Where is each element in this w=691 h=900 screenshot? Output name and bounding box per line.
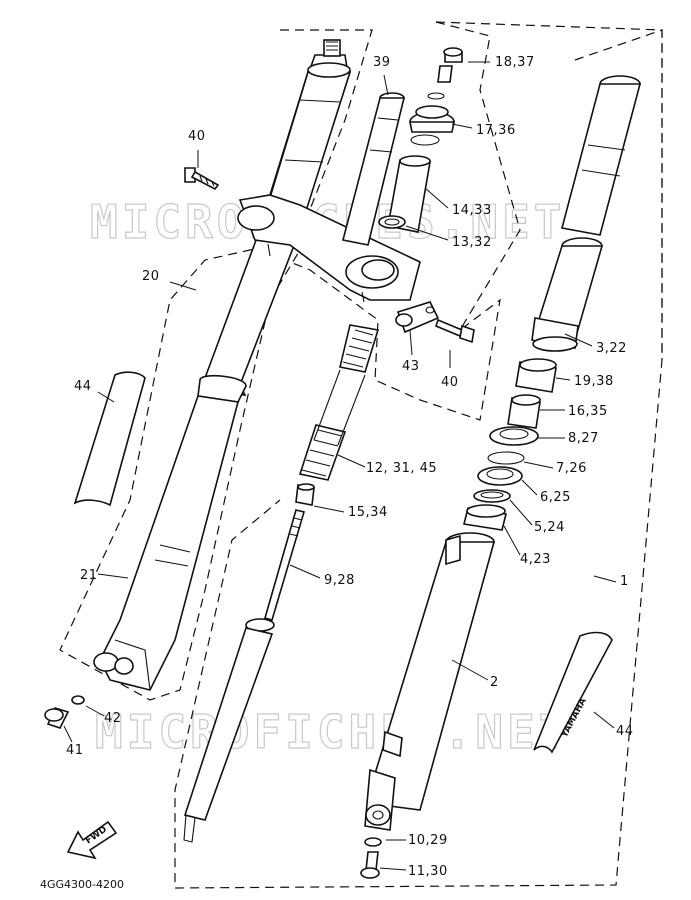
washer-13 (378, 215, 406, 229)
callout-19-38: 19,38 (574, 374, 614, 389)
outer-tube-3 (531, 75, 642, 352)
bushing-4 (463, 504, 507, 531)
callout-labels: 18,37 39 40 17,36 14,33 13,32 20 3,22 43… (66, 55, 634, 879)
callout-40-right: 40 (441, 375, 459, 390)
bolt-40-right (435, 318, 475, 344)
damper-rod-9 (183, 509, 306, 843)
leader-lines (63, 61, 617, 871)
callout-10-29: 10,29 (408, 833, 448, 848)
callout-5-24: 5,24 (534, 520, 565, 535)
callout-9-28: 9,28 (324, 573, 355, 588)
oil-seal-6 (477, 466, 523, 486)
outer-tube-2 (364, 532, 496, 831)
callout-41: 41 (66, 743, 84, 758)
fork-bracket (237, 194, 421, 303)
fork-guard-left-44 (73, 371, 146, 507)
callout-44-right: 44 (616, 724, 634, 739)
callout-3-22: 3,22 (596, 341, 627, 356)
bolt-11 (360, 851, 380, 879)
washer-5 (473, 489, 511, 503)
callout-44-left: 44 (74, 379, 92, 394)
bushing-19 (515, 358, 557, 393)
cap-bolt-17 (409, 92, 455, 146)
spacer-14 (387, 155, 431, 233)
washer-42 (71, 695, 85, 705)
callout-21: 21 (80, 568, 98, 583)
inner-tube-left (93, 39, 352, 691)
washer-8 (489, 426, 539, 446)
callout-14-33: 14,33 (452, 203, 492, 218)
callout-2: 2 (490, 675, 499, 690)
callout-39: 39 (373, 55, 391, 70)
callout-17-36: 17,36 (476, 123, 516, 138)
clamp-43 (395, 301, 440, 334)
emblem-right-44: YAMAHA (533, 631, 613, 754)
fork-spring-12 (298, 324, 380, 481)
outline-outer-tube-group (574, 29, 663, 360)
callout-8-27: 8,27 (568, 431, 599, 446)
callout-18-37: 18,37 (495, 55, 535, 70)
clip-7 (487, 451, 525, 465)
watermark-bottom: MICROFICHES.NET (95, 705, 570, 759)
callout-1: 1 (620, 574, 629, 589)
callout-16-35: 16,35 (568, 404, 608, 419)
callout-42: 42 (104, 711, 122, 726)
bolt-41 (44, 707, 70, 729)
callout-13-32: 13,32 (452, 235, 492, 250)
damper-rod-39 (342, 92, 406, 246)
callout-4-23: 4,23 (520, 552, 551, 567)
bolt-40-left (184, 167, 220, 191)
cap-bolt-18 (437, 47, 463, 83)
callout-6-25: 6,25 (540, 490, 571, 505)
outline-damper-group (284, 21, 521, 421)
callout-12-31-45: 12, 31, 45 (366, 461, 437, 476)
callout-40-top: 40 (188, 129, 206, 144)
bushing-16 (507, 394, 541, 429)
callout-7-26: 7,26 (556, 461, 587, 476)
callout-15-34: 15,34 (348, 505, 388, 520)
outline-assembly-1 (174, 21, 663, 889)
callout-20: 20 (142, 269, 160, 284)
callout-43: 43 (402, 359, 420, 374)
outline-inner-tube-group (59, 29, 373, 701)
nut-15 (295, 483, 315, 506)
callout-11-30: 11,30 (408, 864, 448, 879)
washer-10 (364, 837, 382, 847)
fwd-arrow-icon: FWD (66, 820, 118, 860)
diagram-code: 4GG4300-4200 (40, 878, 124, 891)
